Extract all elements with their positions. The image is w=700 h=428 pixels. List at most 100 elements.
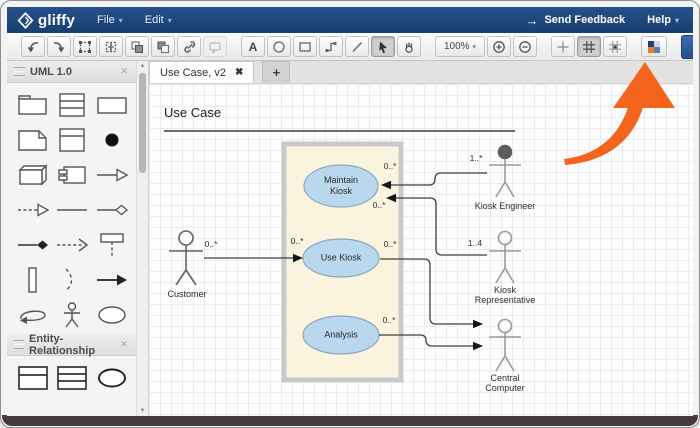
scroll-down-icon[interactable]: ▼	[139, 408, 146, 414]
menu-file[interactable]: File ▾	[97, 14, 123, 26]
actor-label-central-computer[interactable]: Central Computer	[485, 373, 525, 394]
shape-realization-arrow[interactable]	[13, 192, 53, 227]
shape-aggregation[interactable]	[92, 192, 132, 227]
connector-tool-icon	[325, 41, 337, 52]
shape-constraint-arc[interactable]	[53, 262, 93, 297]
shape-er-table-rows[interactable]	[53, 360, 93, 395]
toolbar-group-zoom: 100% ▾	[435, 36, 539, 57]
multiplicity-analysis: 0..*	[382, 315, 396, 325]
shape-solid-arrow[interactable]	[92, 262, 132, 297]
multiplicity-maintain-top: 0..*	[383, 161, 397, 171]
comment-icon	[209, 41, 221, 54]
rectangle-tool-button[interactable]	[293, 36, 317, 57]
shape-er-ellipse[interactable]	[92, 360, 132, 395]
drag-handle-icon	[14, 340, 25, 349]
ellipse-tool-button[interactable]	[267, 36, 291, 57]
shape-composition[interactable]	[13, 227, 53, 262]
menu-edit[interactable]: Edit ▾	[144, 14, 172, 26]
tab-use-case-v2[interactable]: Use Case, v2 ✖	[149, 61, 255, 83]
comment-button	[203, 36, 227, 57]
close-icon[interactable]: ✕	[120, 66, 128, 76]
text-tool-button[interactable]: A	[241, 36, 265, 57]
theme-colors-button[interactable]	[641, 36, 667, 57]
shape-note[interactable]	[13, 122, 53, 157]
toolbar-group-edit	[21, 36, 229, 57]
scroll-up-icon[interactable]: ▲	[139, 63, 146, 69]
bring-to-front-button[interactable]	[125, 36, 149, 57]
tab-close-icon[interactable]: ✖	[235, 67, 244, 78]
shape-interface-lollipop[interactable]	[92, 227, 132, 262]
zoom-out-icon	[519, 40, 531, 53]
drag-handle-icon	[14, 67, 25, 76]
hand-icon	[405, 42, 413, 53]
rectangle-tool-icon	[299, 41, 311, 52]
shape-class-2[interactable]	[53, 122, 93, 157]
grid-icon	[583, 40, 595, 53]
shape-usecase-ellipse[interactable]	[92, 297, 132, 332]
section-header-uml[interactable]: UML 1.0 ✕	[7, 61, 136, 83]
text-tool-icon: A	[248, 39, 258, 54]
scrollbar-thumb[interactable]	[139, 73, 146, 173]
select-area-button[interactable]	[73, 36, 97, 57]
section-header-er[interactable]: Entity-Relationship ✕	[7, 333, 136, 357]
actor-label-kiosk-engineer[interactable]: Kiosk Engineer	[474, 201, 536, 211]
usecase-maintain-kiosk[interactable]: Maintain Kiosk	[323, 175, 359, 196]
shape-rectangle[interactable]	[92, 87, 132, 122]
multiplicity-customer: 0..*	[204, 239, 218, 249]
menubar: gliffy File ▾ Edit ▾ → Send Feedback Hel…	[7, 7, 693, 33]
usecase-analysis[interactable]: Analysis	[324, 329, 358, 340]
tab-bar: Use Case, v2 ✖ +	[149, 61, 693, 84]
shape-package[interactable]	[13, 87, 53, 122]
window-bottom-edge	[2, 415, 698, 426]
chevron-down-icon: ▾	[167, 15, 172, 25]
menu-help[interactable]: Help ▾	[647, 14, 679, 26]
shape-library-panel: UML 1.0 ✕	[7, 61, 136, 416]
shape-er-table[interactable]	[13, 360, 53, 395]
actor-label-kiosk-representative[interactable]: Kiosk Representative	[474, 285, 536, 306]
shape-dependency-arrow[interactable]	[53, 227, 93, 262]
snap-to-grid-button[interactable]	[603, 36, 627, 57]
shape-component[interactable]	[53, 157, 93, 192]
guides-button[interactable]	[551, 36, 575, 57]
usecase-use-kiosk[interactable]: Use Kiosk	[320, 252, 362, 263]
multiplicity-use-left: 0..*	[290, 236, 304, 246]
connector-tool-button[interactable]	[319, 36, 343, 57]
zoom-out-button[interactable]	[513, 36, 537, 57]
diagram-canvas[interactable]: Use Case Maintain Kiosk Use Kiosk Analys…	[149, 84, 693, 416]
gliffy-logo: gliffy	[17, 12, 75, 29]
send-feedback-link[interactable]: → Send Feedback	[525, 12, 626, 28]
close-icon[interactable]: ✕	[120, 339, 128, 349]
send-to-back-button[interactable]	[151, 36, 175, 57]
section-title: UML 1.0	[30, 65, 72, 78]
toolbar: A	[7, 33, 693, 61]
app-chrome: gliffy File ▾ Edit ▾ → Send Feedback Hel…	[7, 7, 693, 416]
shape-association-line[interactable]	[53, 192, 93, 227]
diagram-title[interactable]: Use Case	[164, 105, 222, 120]
toolbar-group-grid	[551, 36, 629, 57]
line-tool-button[interactable]	[345, 36, 369, 57]
shape-activation-bar[interactable]	[13, 262, 53, 297]
zoom-in-icon	[493, 40, 505, 53]
shape-self-message[interactable]	[13, 297, 53, 332]
actor-label-customer[interactable]: Customer	[167, 289, 207, 299]
move-selection-button[interactable]	[99, 36, 123, 57]
pan-tool-button[interactable]	[397, 36, 421, 57]
grid-toggle-button[interactable]	[577, 36, 601, 57]
zoom-level-dropdown[interactable]: 100% ▾	[435, 36, 485, 57]
gliffy-logo-icon	[17, 11, 34, 29]
undo-button[interactable]	[21, 36, 45, 57]
pointer-icon	[379, 41, 387, 53]
new-tab-button[interactable]: +	[262, 61, 291, 83]
link-button[interactable]	[177, 36, 201, 57]
shape-generalization-arrow[interactable]	[92, 157, 132, 192]
pointer-tool-button[interactable]	[371, 36, 395, 57]
shape-node-cube[interactable]	[13, 157, 53, 192]
shape-actor[interactable]	[53, 297, 93, 332]
shape-filled-circle[interactable]	[92, 122, 132, 157]
sidebar-scrollbar[interactable]: ▲ ▼	[136, 61, 148, 416]
save-button[interactable]: Save	[681, 34, 693, 59]
shape-class[interactable]	[53, 87, 93, 122]
zoom-in-button[interactable]	[487, 36, 511, 57]
redo-button[interactable]	[47, 36, 71, 57]
chevron-down-icon: ▾	[472, 43, 477, 51]
